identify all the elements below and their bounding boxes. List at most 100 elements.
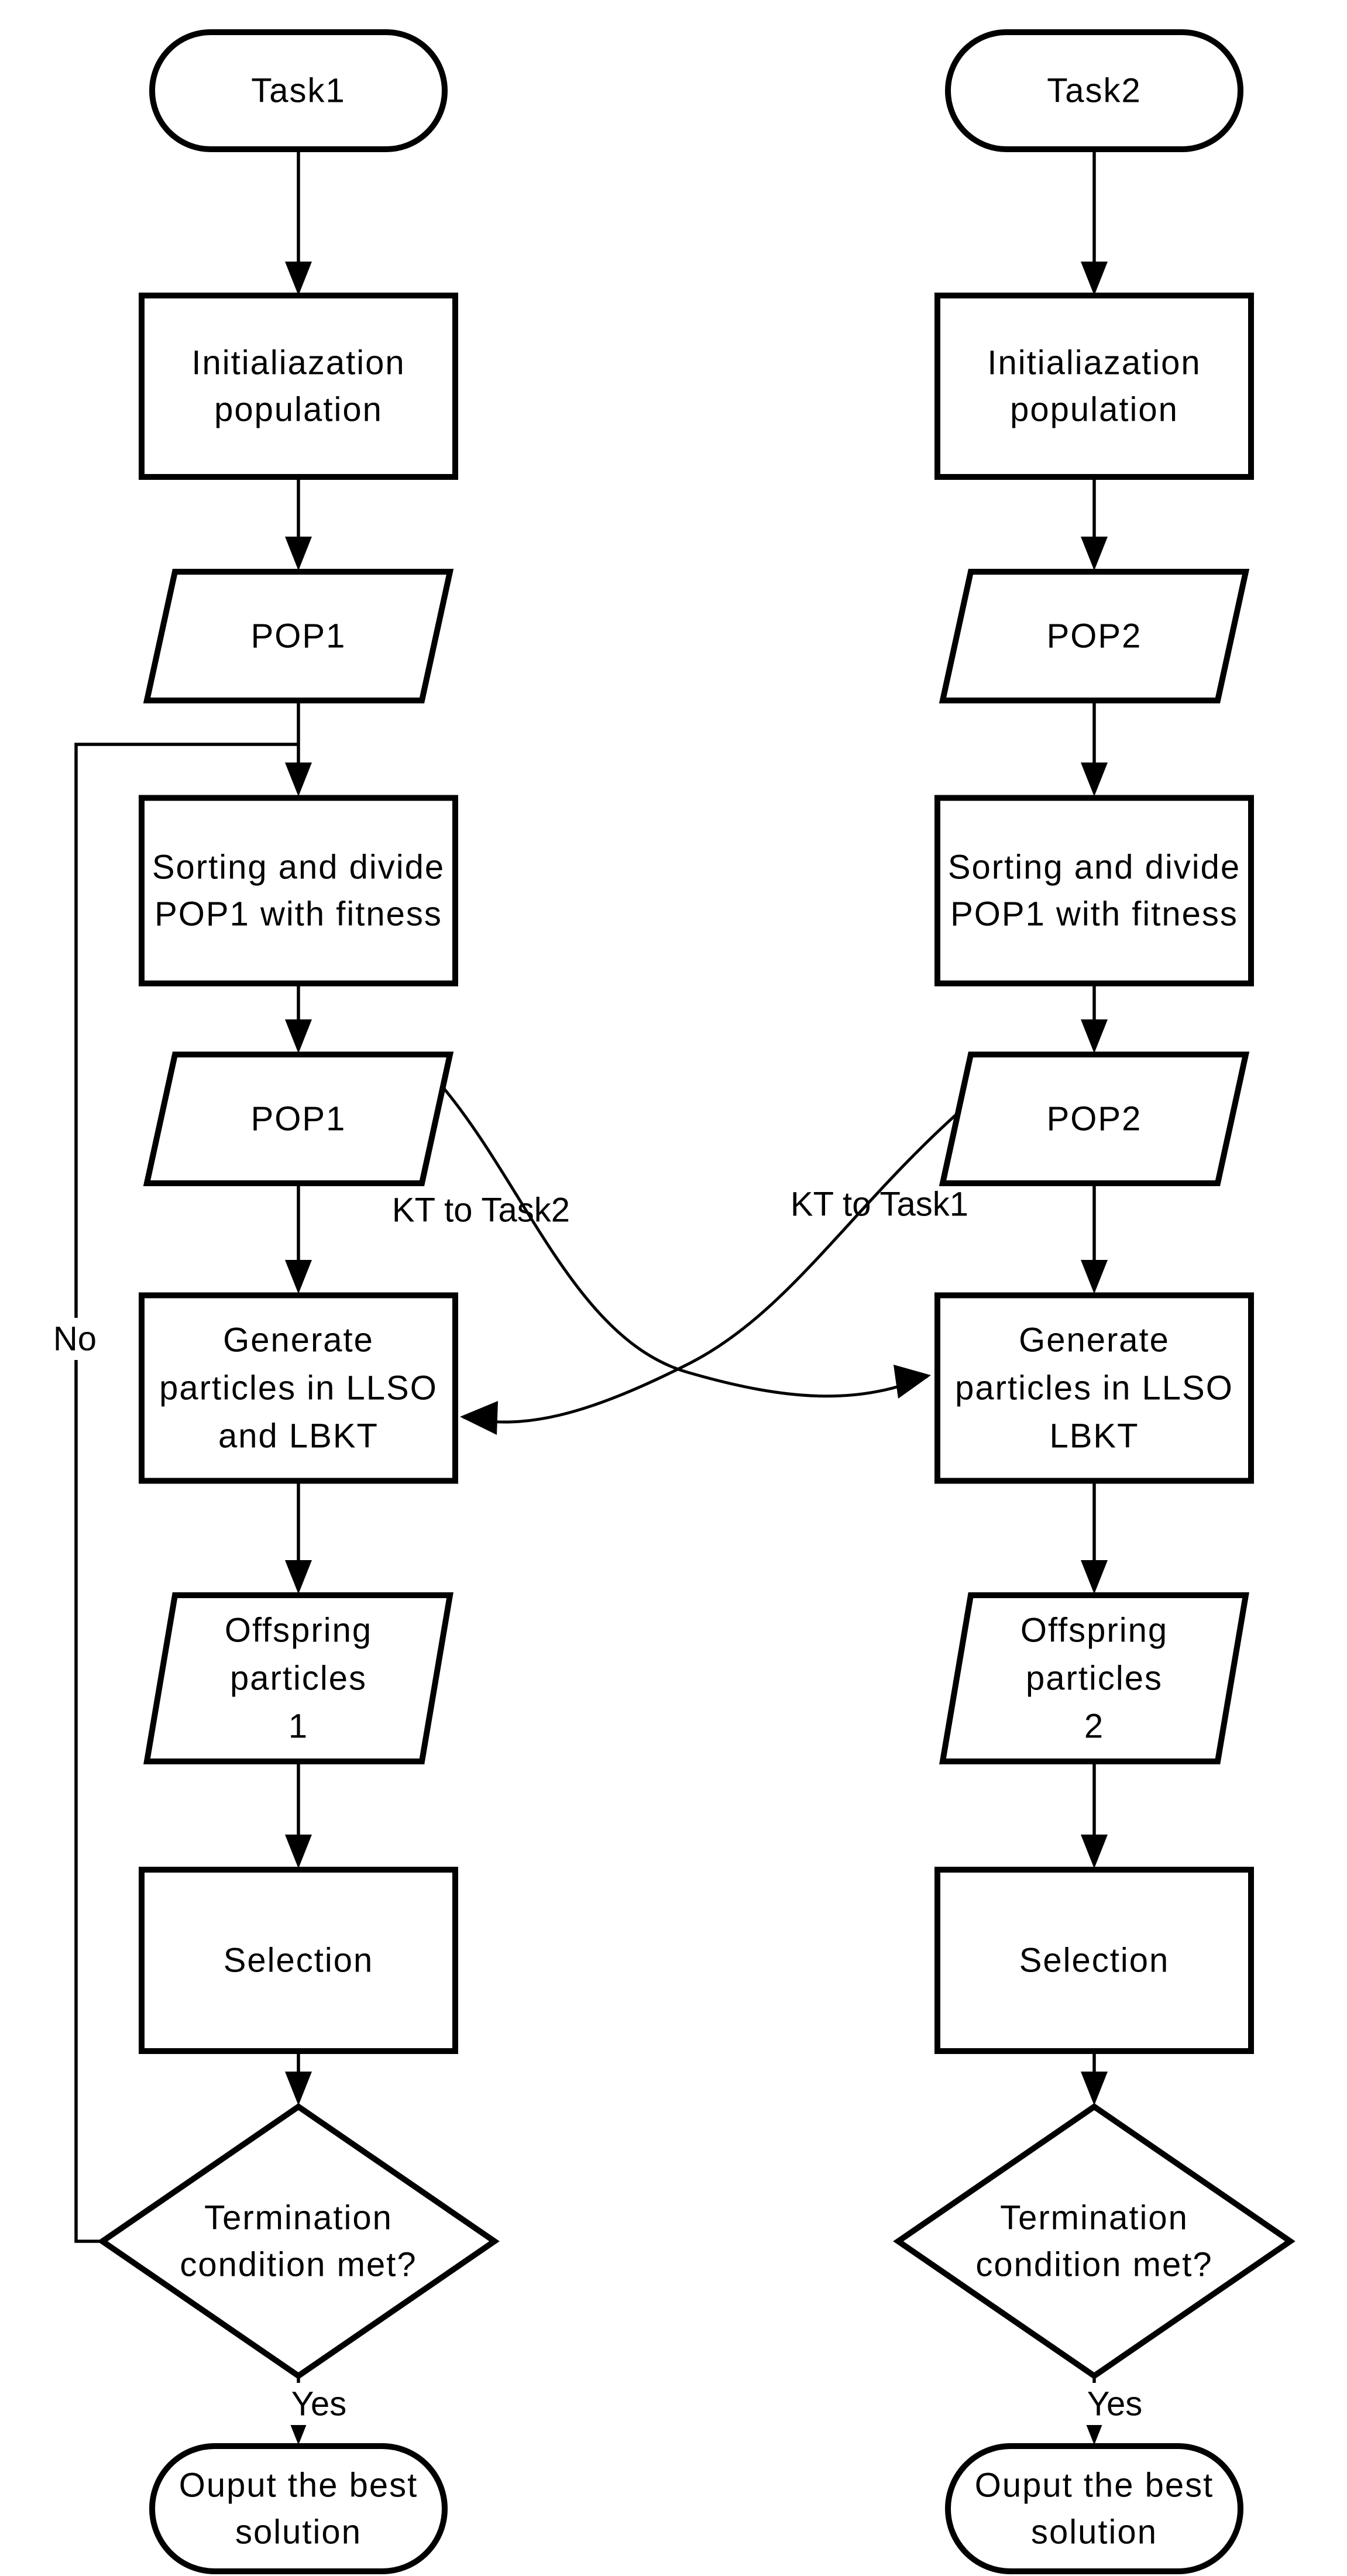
task2-output-label: Ouput the best solution [975,2467,1214,2551]
task2-output-label-line-1: Ouput the best [975,2467,1214,2505]
yes-label-task2-text: Yes [1087,2385,1143,2423]
task2-offspring-label-line-3: 2 [1084,1708,1104,1746]
task2-pop2-a-label-line-1: POP2 [1047,617,1142,655]
flowchart-layer-edges [74,149,1108,2445]
kt-to-task1-curve-path [463,1112,959,1424]
arrow-task2-init-to-pop2a [1081,477,1108,571]
task1-sort-shape [139,795,458,987]
task1-pop1-a-shape [143,569,454,703]
task1-output-label-line-2: solution [235,2513,362,2551]
no-loop-task1 [74,743,298,2243]
task1-output-label: Ouput the best solution [179,2467,418,2551]
kt-to-task1-curve-arrowhead-icon [460,1401,498,1435]
node-task2-output: Ouput the best solution [945,2443,1243,2574]
node-task1-pop1-b: POP1 [143,1052,454,1186]
task1-offspring-label-line-1: Offspring [225,1612,372,1650]
no-label-bg [51,1318,99,1360]
task2-offspring-label-line-1: Offspring [1020,1612,1168,1650]
task1-decision-label-line-2: condition met? [180,2246,417,2284]
node-task2-selection: Selection [934,1867,1254,2054]
node-task1-output: Ouput the best solution [149,2443,448,2574]
task2-pop2b-to-generate-arrowhead-icon [1081,1260,1108,1294]
task1-selection-to-dec-arrowhead-icon [285,2072,312,2106]
arrow-task1-start-to-init [285,149,312,296]
task1-offspring-shape [143,1592,453,1764]
task1-decision-label-line-1: Termination [204,2199,393,2237]
task1-pop1a-to-sort-arrowhead-icon [285,763,312,796]
task2-generate-label-line-2: particles in LLSO [955,1369,1233,1407]
task1-selection-shape [139,1867,458,2054]
arrow-task2-off-to-selection [1081,1761,1108,1869]
task2-pop2-a-shape [939,569,1250,703]
task2-pop2a-to-sort-arrowhead-icon [1081,763,1108,796]
label-kt-to-task1-label: KT to Task1 [791,1186,968,1224]
task1-sort-label-line-2: POP1 with fitness [154,895,442,933]
arrow-task1-off-to-selection [285,1761,312,1869]
task2-selection-label-line-1: Selection [1019,1942,1170,1980]
task1-output-shape [149,2443,448,2574]
task1-sort-to-pop1b-arrowhead-icon [285,1019,312,1053]
node-task1-pop1-a: POP1 [143,569,454,703]
kt-to-task1-curve [460,1112,959,1435]
task1-pop1-b-label-line-1: POP1 [251,1100,346,1138]
task2-decision-label-line-2: condition met? [975,2246,1212,2284]
task2-sort-shape [934,795,1254,987]
task2-offspring-label-line-2: particles [1026,1660,1163,1698]
node-task1-selection: Selection [139,1867,458,2054]
task2-offspring-shape [939,1592,1249,1764]
arrow-task1-pop1a-to-sort [285,700,312,796]
task1-decision-shape [97,2103,500,2380]
yes-label-task1-bg [285,2383,353,2425]
task2-pop2-b-label: POP2 [1047,1100,1142,1138]
arrow-task2-sort-to-pop2b [1081,983,1108,1053]
arrow-task1-sort-to-pop1b [285,983,312,1053]
arrow-task2-pop2a-to-sort [1081,700,1108,796]
kt-to-task2-curve-arrowhead-icon [894,1365,931,1399]
task1-generate-shape [139,1292,458,1484]
task1-offspring-label-line-2: particles [230,1660,367,1698]
label-yes-label-task2: Yes [1081,2383,1149,2425]
task2-start-label-line-1: Task2 [1047,72,1142,110]
arrow-task1-selection-to-dec [285,2051,312,2106]
task2-generate-to-off-arrowhead-icon [1081,1560,1108,1594]
task1-sort-label-line-1: Sorting and divide [152,849,445,887]
task2-offspring-label: Offspring particles 2 [1020,1612,1168,1746]
arrow-task1-generate-to-off [285,1481,312,1594]
task1-init-to-pop1a-arrowhead-icon [285,537,312,571]
label-no-label: No [51,1318,99,1360]
task2-init-shape [934,293,1254,480]
task2-output-label-line-2: solution [1031,2513,1157,2551]
arrow-task1-pop1b-to-generate [285,1183,312,1294]
node-task2-start: Task2 [945,29,1243,152]
label-kt-to-task2-label: KT to Task2 [392,1191,570,1229]
node-task2-pop2-b: POP2 [939,1052,1250,1186]
task1-init-label-line-1: Initialiazation [191,344,405,382]
task1-pop1-a-label-line-1: POP1 [251,617,346,655]
kt-to-task2-curve-path [442,1086,928,1398]
task1-selection-label-line-1: Selection [224,1942,374,1980]
task1-pop1-b-shape [143,1052,454,1186]
task1-generate-label-line-3: and LBKT [218,1417,379,1455]
task1-pop1-b-label: POP1 [251,1100,346,1138]
task2-generate-shape [934,1292,1254,1484]
task1-pop1-a-label: POP1 [251,617,346,655]
task2-selection-label: Selection [1019,1942,1170,1980]
node-task2-offspring: Offspring particles 2 [939,1592,1249,1764]
no-label-text: No [53,1320,97,1358]
task1-output-label-line-1: Ouput the best [179,2467,418,2505]
